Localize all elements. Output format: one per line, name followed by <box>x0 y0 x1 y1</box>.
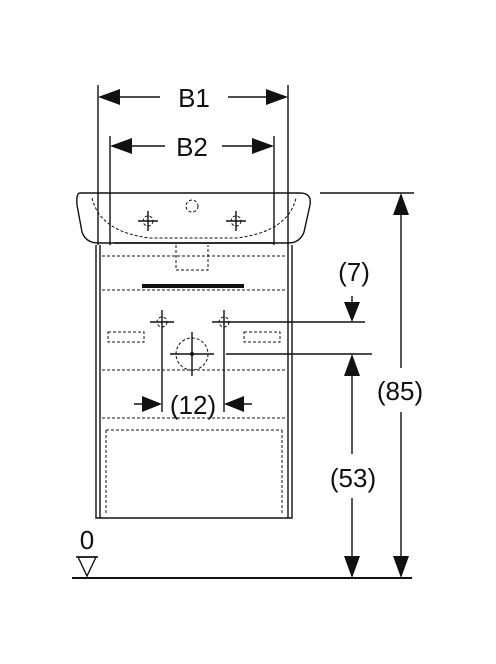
d7-arrow <box>344 302 360 322</box>
floor-label: 0 <box>80 525 94 555</box>
dimension-b1: B1 <box>97 83 289 245</box>
dimension-53: (53) <box>226 353 376 578</box>
water-connection-right <box>212 310 236 334</box>
washbasin-bowl-hidden <box>91 197 297 239</box>
b1-arrow-left <box>98 89 120 105</box>
dimension-85: (85) <box>320 192 423 578</box>
waste-connection <box>170 332 214 376</box>
d12-arrow-right <box>224 396 244 412</box>
slot-left-hidden <box>107 331 145 343</box>
d12-arrow-left <box>142 396 162 412</box>
slot-right-hidden <box>243 331 281 343</box>
water-connection-left <box>150 310 174 334</box>
washbasin <box>76 192 311 244</box>
vanity-cabinet <box>95 245 293 519</box>
dimension-b2: B2 <box>109 132 275 245</box>
washbasin-fixing-right <box>226 211 246 231</box>
d85-arrow-top <box>393 193 409 215</box>
d12-label: (12) <box>170 390 216 420</box>
b2-arrow-left <box>110 138 132 154</box>
b2-label: B2 <box>176 132 208 162</box>
d7-label: (7) <box>338 257 370 287</box>
siphon-cutout-hidden <box>175 245 209 271</box>
cabinet-outline <box>95 245 293 519</box>
washbasin-fixing-left <box>138 211 158 231</box>
drawer-handle <box>142 284 244 288</box>
d53-arrow-top <box>344 354 360 376</box>
washbasin-outline <box>76 192 311 244</box>
b1-arrow-right <box>266 89 288 105</box>
floor-datum: 0 <box>72 525 412 579</box>
b2-arrow-right <box>252 138 274 154</box>
dimension-12: (12) <box>134 334 252 420</box>
b1-label: B1 <box>178 83 210 113</box>
washbasin-tap-hole <box>185 199 199 213</box>
d85-label: (85) <box>377 376 423 406</box>
datum-triangle <box>76 556 98 578</box>
dimension-7: (7) <box>236 257 370 323</box>
d85-arrow-bottom <box>393 556 409 578</box>
d53-label: (53) <box>330 463 376 493</box>
d53-arrow-bottom <box>344 556 360 578</box>
